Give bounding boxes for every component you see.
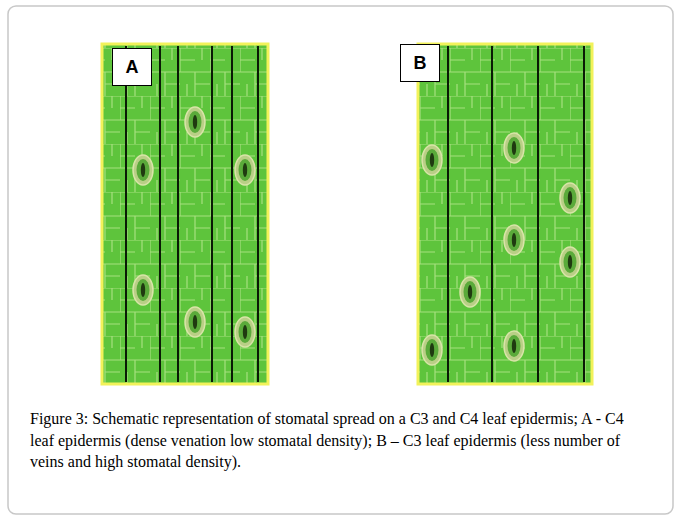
c3-epidermis [418, 44, 592, 384]
figure-caption: Figure 3: Schematic representation of st… [30, 408, 648, 473]
figure-frame [8, 6, 673, 514]
c4-epidermis [102, 44, 268, 384]
panel-label-box: A [112, 48, 152, 86]
panel-letter: A [126, 57, 139, 78]
panel-letter: B [414, 53, 427, 74]
panel-label-box: B [400, 44, 440, 82]
